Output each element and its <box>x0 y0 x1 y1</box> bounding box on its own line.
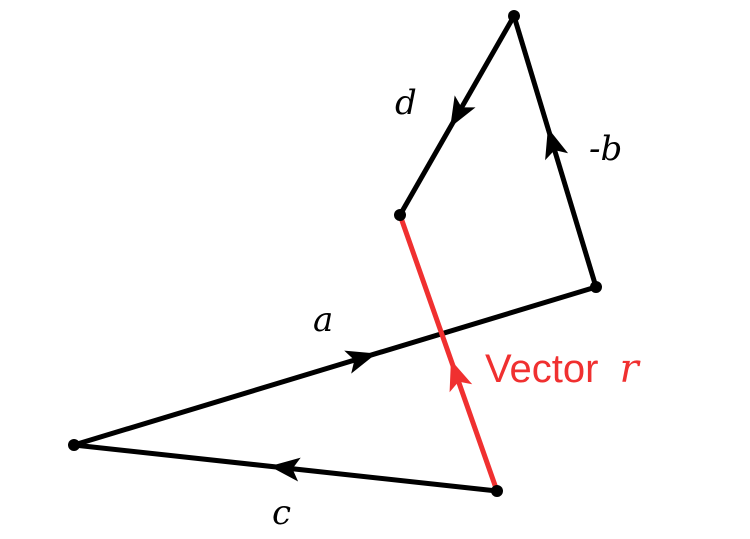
vector-a-line <box>73 284 597 448</box>
vertex-dot <box>68 439 80 451</box>
vector-neg-b-arrowhead-icon <box>545 128 569 161</box>
vector-r-line <box>397 214 500 492</box>
vector-a-arrowhead-icon <box>344 350 377 374</box>
label-vector-r-prefix: Vector <box>485 347 610 391</box>
vector-neg-b-line <box>511 15 599 288</box>
vertex-dot <box>590 281 602 293</box>
vector-d-arrowhead-icon <box>450 95 476 128</box>
vector-r-arrowhead-icon <box>449 359 473 393</box>
label-d: d <box>395 83 417 123</box>
label-vector-r: Vector r <box>485 346 642 392</box>
vertex-dot <box>508 10 520 22</box>
vector-c-arrowhead-icon <box>269 457 301 482</box>
label-neg-b: -b <box>589 129 622 169</box>
label-a: a <box>313 300 333 340</box>
label-c: c <box>272 493 291 533</box>
vertex-dot <box>491 485 503 497</box>
label-vector-r-symbol: r <box>620 346 642 392</box>
vertex-dot <box>394 209 406 221</box>
